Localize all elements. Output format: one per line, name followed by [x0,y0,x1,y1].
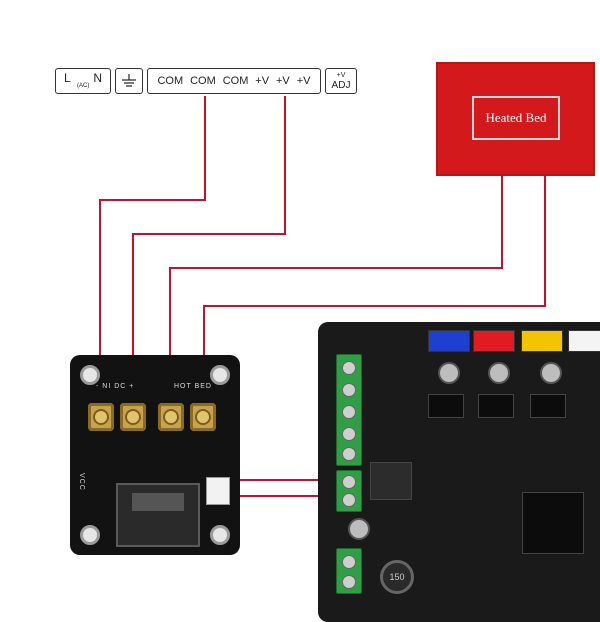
terminal-pin [342,555,356,569]
capacitor [488,362,510,384]
mount-hole [80,525,100,545]
earth-ground-icon [122,74,136,87]
terminal-pin [342,475,356,489]
adjust-terminal: +V ADJ [325,68,357,94]
inductor: 150 [380,560,414,594]
stepper-header-x [428,330,470,352]
terminal-pin [342,405,356,419]
adj-sup-label: +V [336,72,346,79]
power-input-terminal [336,548,362,594]
terminal-screw-bed-b [190,403,216,431]
capacitor [438,362,460,384]
mount-hole [210,525,230,545]
signal-connector [206,477,230,505]
heated-bed: Heated Bed [436,62,595,176]
terminal-screw-dc-plus [120,403,146,431]
stepper-header-e [568,330,600,352]
power-supply-terminals: L (AC) N COM COM COM +V +V +V +V ADJ [55,68,357,96]
stepper-driver-chip [478,394,514,418]
terminal-pin [342,575,356,589]
stepper-driver-chip [530,394,566,418]
output-label-v-2: +V [276,75,290,87]
terminal-screw-dc-minus [88,403,114,431]
ac-l-label: L [64,71,71,85]
ac-sub-label: (AC) [77,83,90,89]
terminal-pin [342,427,356,441]
stepper-driver-chip [428,394,464,418]
vcc-label: VCC [78,473,85,491]
wiring [99,96,546,497]
capacitor [540,362,562,384]
mosfet-module: - NI DC + HOT BED VCC [70,355,240,555]
wire-v-to-dc-plus [132,96,286,402]
output-label-com-2: COM [190,75,216,87]
hot-bed-label: HOT BED [174,383,212,390]
output-label-com-3: COM [222,75,249,87]
mount-hole [210,365,230,385]
stepper-header-y [473,330,515,352]
dc-output-terminals: COM COM COM +V +V +V [147,68,321,94]
ac-n-label: N [93,71,102,85]
mosfet-heatsink [116,483,200,547]
ac-input-terminal: L (AC) N [55,68,111,94]
microcontroller [522,492,584,554]
terminal-screw-bed-a [158,403,184,431]
wire-com-to-dc-minus [99,96,206,402]
adj-label: ADJ [331,80,351,91]
terminal-pin [342,361,356,375]
wire-bed-a [169,176,503,402]
mosfet-chip [370,462,412,500]
terminal-pin [342,493,356,507]
endstop-fan-terminal [336,354,362,466]
bed-signal-terminal [336,470,362,512]
terminal-pin [342,383,356,397]
heated-bed-label: Heated Bed [472,96,560,140]
output-label-com-1: COM [157,75,184,87]
dc-in-label: - NI DC + [96,383,135,390]
output-label-v-3: +V [296,75,311,87]
controller-board: 150 [318,322,600,622]
terminal-pin [342,447,356,461]
stepper-header-z [521,330,563,352]
ground-terminal [115,68,143,94]
wire-bed-b [203,176,546,402]
mount-hole [80,365,100,385]
output-label-v-1: +V [255,75,270,87]
capacitor [348,518,370,540]
